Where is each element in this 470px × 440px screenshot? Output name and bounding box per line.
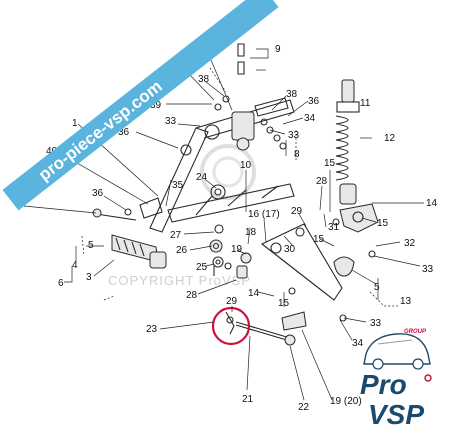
shock-absorber: [335, 79, 360, 205]
callout-34: 34: [352, 338, 364, 349]
callout-30: 30: [284, 244, 296, 255]
callout-24: 24: [196, 172, 208, 183]
callout-32: 32: [404, 238, 416, 249]
tie-rod: [225, 311, 307, 346]
callout-15: 15: [377, 218, 389, 229]
callout-19-20: 19 (20): [330, 396, 362, 407]
callout-5: 5: [374, 282, 380, 293]
callout-31: 31: [328, 222, 340, 233]
callout-28: 28: [186, 290, 198, 301]
callout-38: 38: [286, 89, 298, 100]
leader-lines: [23, 47, 424, 401]
callout-12: 12: [384, 133, 396, 144]
callout-23: 23: [146, 324, 158, 335]
callout-15: 15: [313, 234, 325, 245]
callout-15: 15: [278, 298, 290, 309]
callout-36: 36: [118, 127, 130, 138]
callout-5: 5: [88, 240, 94, 251]
callout-36: 36: [308, 96, 320, 107]
logo-pro-text: Pro: [360, 369, 407, 400]
callout-38: 38: [198, 74, 210, 85]
lower-a-arm: [209, 223, 343, 301]
callout-29: 29: [226, 296, 238, 307]
watermark-text: COPYRIGHT ProVSP: [108, 273, 251, 288]
highlight-circle: [211, 306, 251, 346]
cross-bar: [167, 183, 295, 234]
callout-29: 29: [291, 206, 303, 217]
callout-6: 6: [58, 278, 64, 289]
callout-3: 3: [86, 272, 92, 283]
watermark-emblem: COPYRIGHT ProVSP: [108, 144, 256, 288]
callout-22: 22: [298, 402, 310, 413]
banner-text: pro-piece-vsp.com: [35, 77, 166, 185]
steering-rack: [92, 208, 167, 269]
callout-27: 27: [170, 230, 182, 241]
callout-13: 13: [400, 296, 412, 307]
callout-10: 10: [240, 160, 252, 171]
callout-39: 39: [150, 100, 162, 111]
callout-14: 14: [426, 198, 438, 209]
callout-21: 21: [242, 394, 254, 405]
callout-15: 15: [324, 158, 336, 169]
website-banner: pro-piece-vsp.com: [2, 0, 279, 211]
logo-vsp-text: VSP: [368, 399, 424, 430]
callout-28: 28: [316, 176, 328, 187]
callout-26: 26: [176, 245, 188, 256]
small-hardware: [124, 95, 376, 322]
callout-1: 1: [72, 118, 78, 129]
callout-8: 8: [294, 149, 300, 160]
callout-34: 34: [304, 113, 316, 124]
provsp-logo: GROUP Pro VSP: [360, 329, 432, 430]
callout-19: 19: [231, 244, 243, 255]
logo-group-text: GROUP: [404, 329, 427, 335]
callout-14: 14: [248, 288, 260, 299]
callout-33: 33: [422, 264, 434, 275]
callout-16-17: 16 (17): [248, 209, 280, 220]
callout-35: 35: [172, 180, 184, 191]
callout-labels: 2 9 37 38 39 38 36 11 33 34 33 8 1 36 12…: [14, 38, 438, 413]
wheel-upright: [333, 203, 379, 277]
callout-11: 11: [360, 98, 371, 109]
callout-33: 33: [165, 116, 177, 127]
steering-column: [139, 43, 295, 233]
callout-9: 9: [275, 44, 281, 55]
callout-18: 18: [245, 227, 257, 238]
callout-36: 36: [92, 188, 104, 199]
callout-4: 4: [72, 260, 78, 271]
callout-33: 33: [370, 318, 382, 329]
callout-25: 25: [196, 262, 208, 273]
callout-33: 33: [288, 130, 300, 141]
